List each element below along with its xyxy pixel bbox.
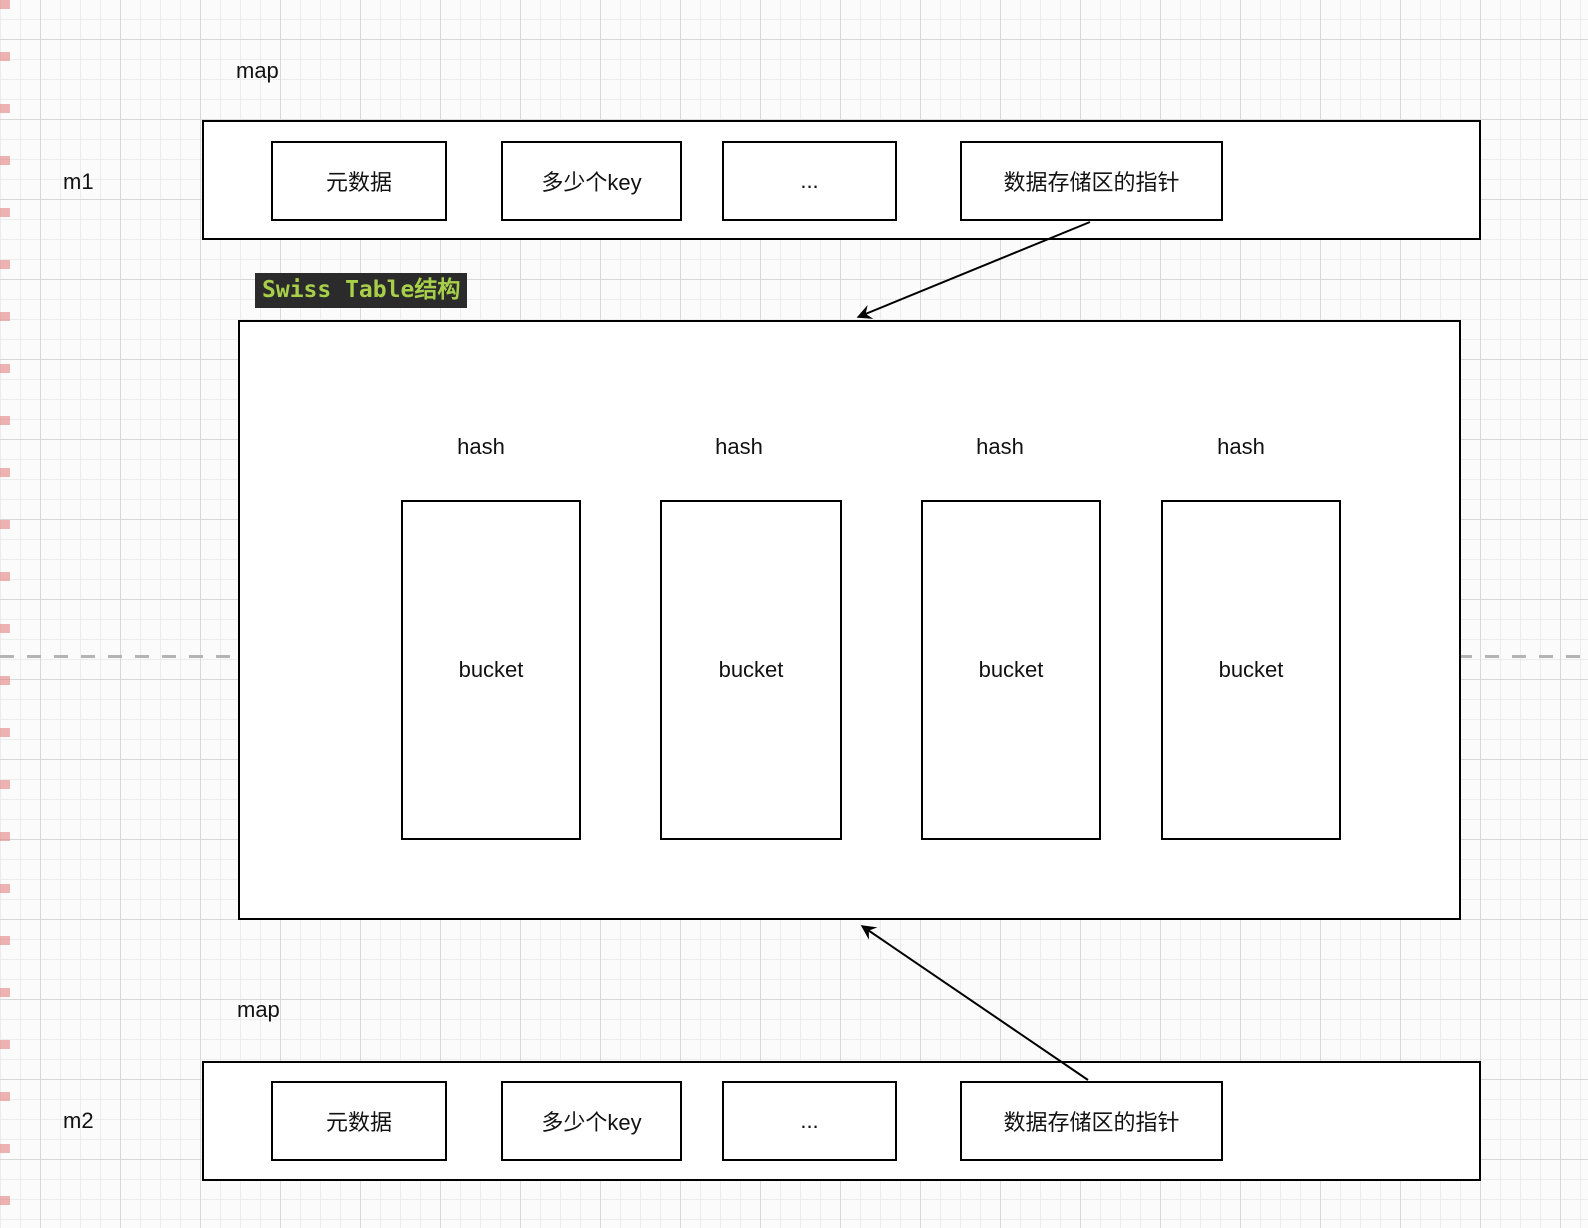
m1-field-ellipsis: ...	[722, 141, 897, 221]
hash-label-2: hash	[715, 434, 763, 459]
hash-label-3: hash	[976, 434, 1024, 459]
m1-field-metadata: 元数据	[271, 141, 447, 221]
m1-field-keycount: 多少个key	[501, 141, 682, 221]
map-label-bottom: map	[237, 997, 280, 1022]
m2-field-metadata: 元数据	[271, 1081, 447, 1161]
pointer-arrow-m2	[860, 925, 1089, 1081]
swiss-table-title: Swiss Table结构	[255, 273, 468, 308]
m2-field-keycount: 多少个key	[501, 1081, 682, 1161]
bucket-box-2: bucket	[660, 500, 842, 840]
bucket-box-4: bucket	[1161, 500, 1341, 840]
m1-field-data-pointer: 数据存储区的指针	[960, 141, 1223, 221]
bucket-box-1: bucket	[401, 500, 581, 840]
hash-label-1: hash	[457, 434, 505, 459]
bucket-box-3: bucket	[921, 500, 1101, 840]
m1-label: m1	[63, 169, 94, 194]
hash-label-4: hash	[1217, 434, 1265, 459]
left-margin-ticks	[0, 0, 10, 1228]
m2-label: m2	[63, 1108, 94, 1133]
map-label-top: map	[236, 58, 279, 83]
m2-field-ellipsis: ...	[722, 1081, 897, 1161]
m2-field-data-pointer: 数据存储区的指针	[960, 1081, 1223, 1161]
